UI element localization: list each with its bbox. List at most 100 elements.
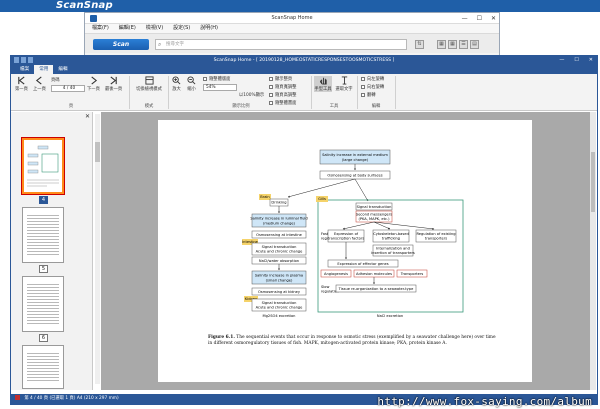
status-bar: 第 4 / 40 頁 (已選取 1 頁) A4 (210 x 297 mm) bbox=[11, 394, 597, 404]
viewer-titlebar: ScanSnap Home - [ 20190128_HOMEOSTATICRE… bbox=[11, 56, 597, 65]
viewer-close-button[interactable]: ✕ bbox=[588, 57, 593, 63]
thumbnail-page-number: 4 bbox=[39, 196, 48, 204]
maximize-button[interactable]: ☐ bbox=[476, 15, 482, 22]
search-input[interactable]: ⌕ 搜尋文字 bbox=[155, 39, 407, 50]
rotate-left-option[interactable]: 向左旋轉 bbox=[361, 76, 384, 83]
menu-view[interactable]: 檢視(V) bbox=[145, 25, 164, 31]
grid-view-icon[interactable]: ▦ bbox=[437, 40, 446, 49]
scansnap-banner: ScanSnap bbox=[0, 0, 600, 12]
fit-100-option[interactable]: 以100%顯示 bbox=[239, 93, 265, 98]
transporters-box: Transporters bbox=[400, 272, 424, 276]
rotate-right-option[interactable]: 向右旋轉 bbox=[361, 84, 384, 91]
zoom-in-button[interactable]: 放大 bbox=[172, 76, 181, 92]
second-messengers-2: (PKA, MAPK, etc.) bbox=[358, 217, 390, 221]
signal-kidney-2: Acute and chronic change bbox=[256, 306, 304, 310]
checkbox-icon bbox=[269, 92, 273, 97]
thumbnail-pane[interactable]: ✕ 4 5 6 bbox=[11, 112, 93, 390]
mg-excretion: Mg2SO4 excretion bbox=[263, 314, 296, 318]
viewer-minimize-button[interactable]: — bbox=[559, 57, 565, 63]
fit-whole-option[interactable]: 隨整體版面 bbox=[203, 76, 230, 83]
scansnap-home-title: ScanSnap Home bbox=[271, 15, 313, 21]
close-button[interactable]: ✕ bbox=[490, 15, 496, 22]
hand-tool-button[interactable]: 手型工具 bbox=[314, 76, 332, 92]
group-tools-label: 工具 bbox=[329, 104, 339, 109]
viewer-content: ✕ 4 5 6 bbox=[11, 112, 597, 390]
thumbnail-diagram bbox=[27, 145, 59, 187]
ribbon: 第一頁 上一頁 頁碼 4 / 40 下一頁 最後一頁 頁 切換檢視模式 模式 放… bbox=[11, 74, 597, 111]
gills-tag: Gills bbox=[318, 197, 326, 201]
document-page: Salinity increase in external medium (la… bbox=[158, 120, 532, 382]
flip-option[interactable]: 翻轉 bbox=[361, 92, 376, 99]
tab-home[interactable]: 常用 bbox=[34, 65, 54, 74]
redo-icon[interactable] bbox=[28, 57, 33, 63]
next-page-icon bbox=[91, 76, 98, 85]
scansnap-home-menubar: 檔案(F) 編輯(E) 檢視(V) 設定(S) 說明(H) bbox=[85, 24, 499, 33]
save-icon[interactable] bbox=[14, 57, 19, 63]
view-mode-button[interactable]: 切換檢視模式 bbox=[133, 76, 165, 92]
expression-effector: Expression of effector genes bbox=[337, 262, 388, 266]
expression-factors-2: transcription factors bbox=[328, 237, 365, 241]
menu-settings[interactable]: 設定(S) bbox=[173, 25, 191, 31]
zoom-out-button[interactable]: 縮小 bbox=[187, 76, 196, 92]
detail-view-icon[interactable]: ▤ bbox=[470, 40, 479, 49]
menu-edit[interactable]: 編輯(E) bbox=[118, 25, 136, 31]
fit-width-option[interactable]: 隨頁寬調整 bbox=[269, 84, 296, 91]
page-number-field[interactable]: 4 / 40 bbox=[51, 85, 85, 92]
close-pane-icon[interactable]: ✕ bbox=[84, 113, 90, 120]
zoom-field[interactable]: 54% bbox=[203, 84, 237, 91]
prev-page-icon bbox=[35, 76, 42, 85]
fit-height-option[interactable]: 隨頁高調整 bbox=[269, 92, 296, 99]
next-page-button[interactable]: 下一頁 bbox=[87, 76, 100, 92]
sort-icon[interactable]: ⇅ bbox=[415, 40, 424, 49]
last-page-button[interactable]: 最後一頁 bbox=[105, 76, 122, 92]
menu-file[interactable]: 檔案(F) bbox=[92, 25, 109, 31]
rotate-left-icon bbox=[361, 76, 365, 81]
tab-edit[interactable]: 編輯 bbox=[58, 67, 68, 72]
checkbox-icon bbox=[269, 76, 273, 81]
large-grid-view-icon[interactable]: ▦ bbox=[448, 40, 457, 49]
thumbnail-page[interactable] bbox=[21, 137, 65, 195]
group-page-label: 頁 bbox=[68, 104, 74, 109]
viewer-maximize-button[interactable]: ☐ bbox=[574, 57, 579, 63]
menu-help[interactable]: 說明(H) bbox=[200, 25, 218, 31]
thumbnail-page[interactable] bbox=[22, 207, 64, 263]
cytoskeleton-2: trafficking bbox=[382, 237, 400, 241]
group-mode-label: 模式 bbox=[144, 104, 154, 109]
search-icon: ⌕ bbox=[158, 41, 162, 48]
thumbnail-page-number: 5 bbox=[39, 265, 48, 273]
angiogenesis-box: Angiogenesis bbox=[324, 272, 348, 276]
document-scrollbar[interactable] bbox=[590, 112, 596, 390]
select-text-button[interactable]: 選取文字 bbox=[335, 76, 353, 92]
fit-page-option[interactable]: 顯示整頁 bbox=[269, 76, 292, 83]
adhesion-box: Adhesion molecules bbox=[356, 272, 392, 276]
document-area[interactable]: Salinity increase in external medium (la… bbox=[101, 112, 596, 390]
first-page-button[interactable]: 第一頁 bbox=[15, 76, 28, 92]
thumbnail-page[interactable] bbox=[22, 345, 64, 389]
regulation-transporters-1: Regulation of existing bbox=[416, 232, 455, 236]
signal-intestine-1: Signal transduction bbox=[262, 245, 297, 249]
scan-button[interactable]: Scan bbox=[93, 39, 149, 50]
page-number-label: 頁碼 bbox=[51, 78, 60, 83]
tab-file[interactable]: 檔案 bbox=[20, 67, 30, 72]
thumbnail-page[interactable] bbox=[22, 276, 64, 332]
ribbon-tabs: 檔案 常用 編輯 bbox=[11, 65, 597, 74]
first-page-icon bbox=[18, 76, 25, 85]
checkbox-icon bbox=[269, 84, 273, 89]
status-icon bbox=[15, 395, 20, 400]
thumbnail-scrollbar[interactable] bbox=[95, 114, 100, 384]
minimize-button[interactable]: — bbox=[461, 15, 468, 22]
hand-icon bbox=[319, 77, 327, 85]
salinity-luminal-2: (medium change) bbox=[263, 221, 296, 225]
list-view-icon[interactable]: ☰ bbox=[459, 40, 468, 49]
fit-view-option[interactable]: 隨整體畫面 bbox=[269, 100, 296, 107]
caption-text: The sequential events that occur in resp… bbox=[208, 335, 496, 347]
watermark-url: http://www.fox-saying.com/album bbox=[377, 395, 592, 408]
scansnap-home-toolbar: Scan ⌕ 搜尋文字 ⇅ ▦ ▦ ☰ ▤ bbox=[85, 33, 499, 53]
scansnap-home-window: ScanSnap Home — ☐ ✕ 檔案(F) 編輯(E) 檢視(V) 設定… bbox=[84, 12, 500, 62]
undo-icon[interactable] bbox=[21, 57, 26, 63]
prev-page-button[interactable]: 上一頁 bbox=[33, 76, 46, 92]
brain-tag: Brain bbox=[260, 195, 269, 199]
ribbon-separator bbox=[168, 76, 169, 109]
group-zoom-label: 顯示比例 bbox=[232, 104, 250, 109]
internalization-2: insertion of transporters bbox=[371, 251, 415, 255]
